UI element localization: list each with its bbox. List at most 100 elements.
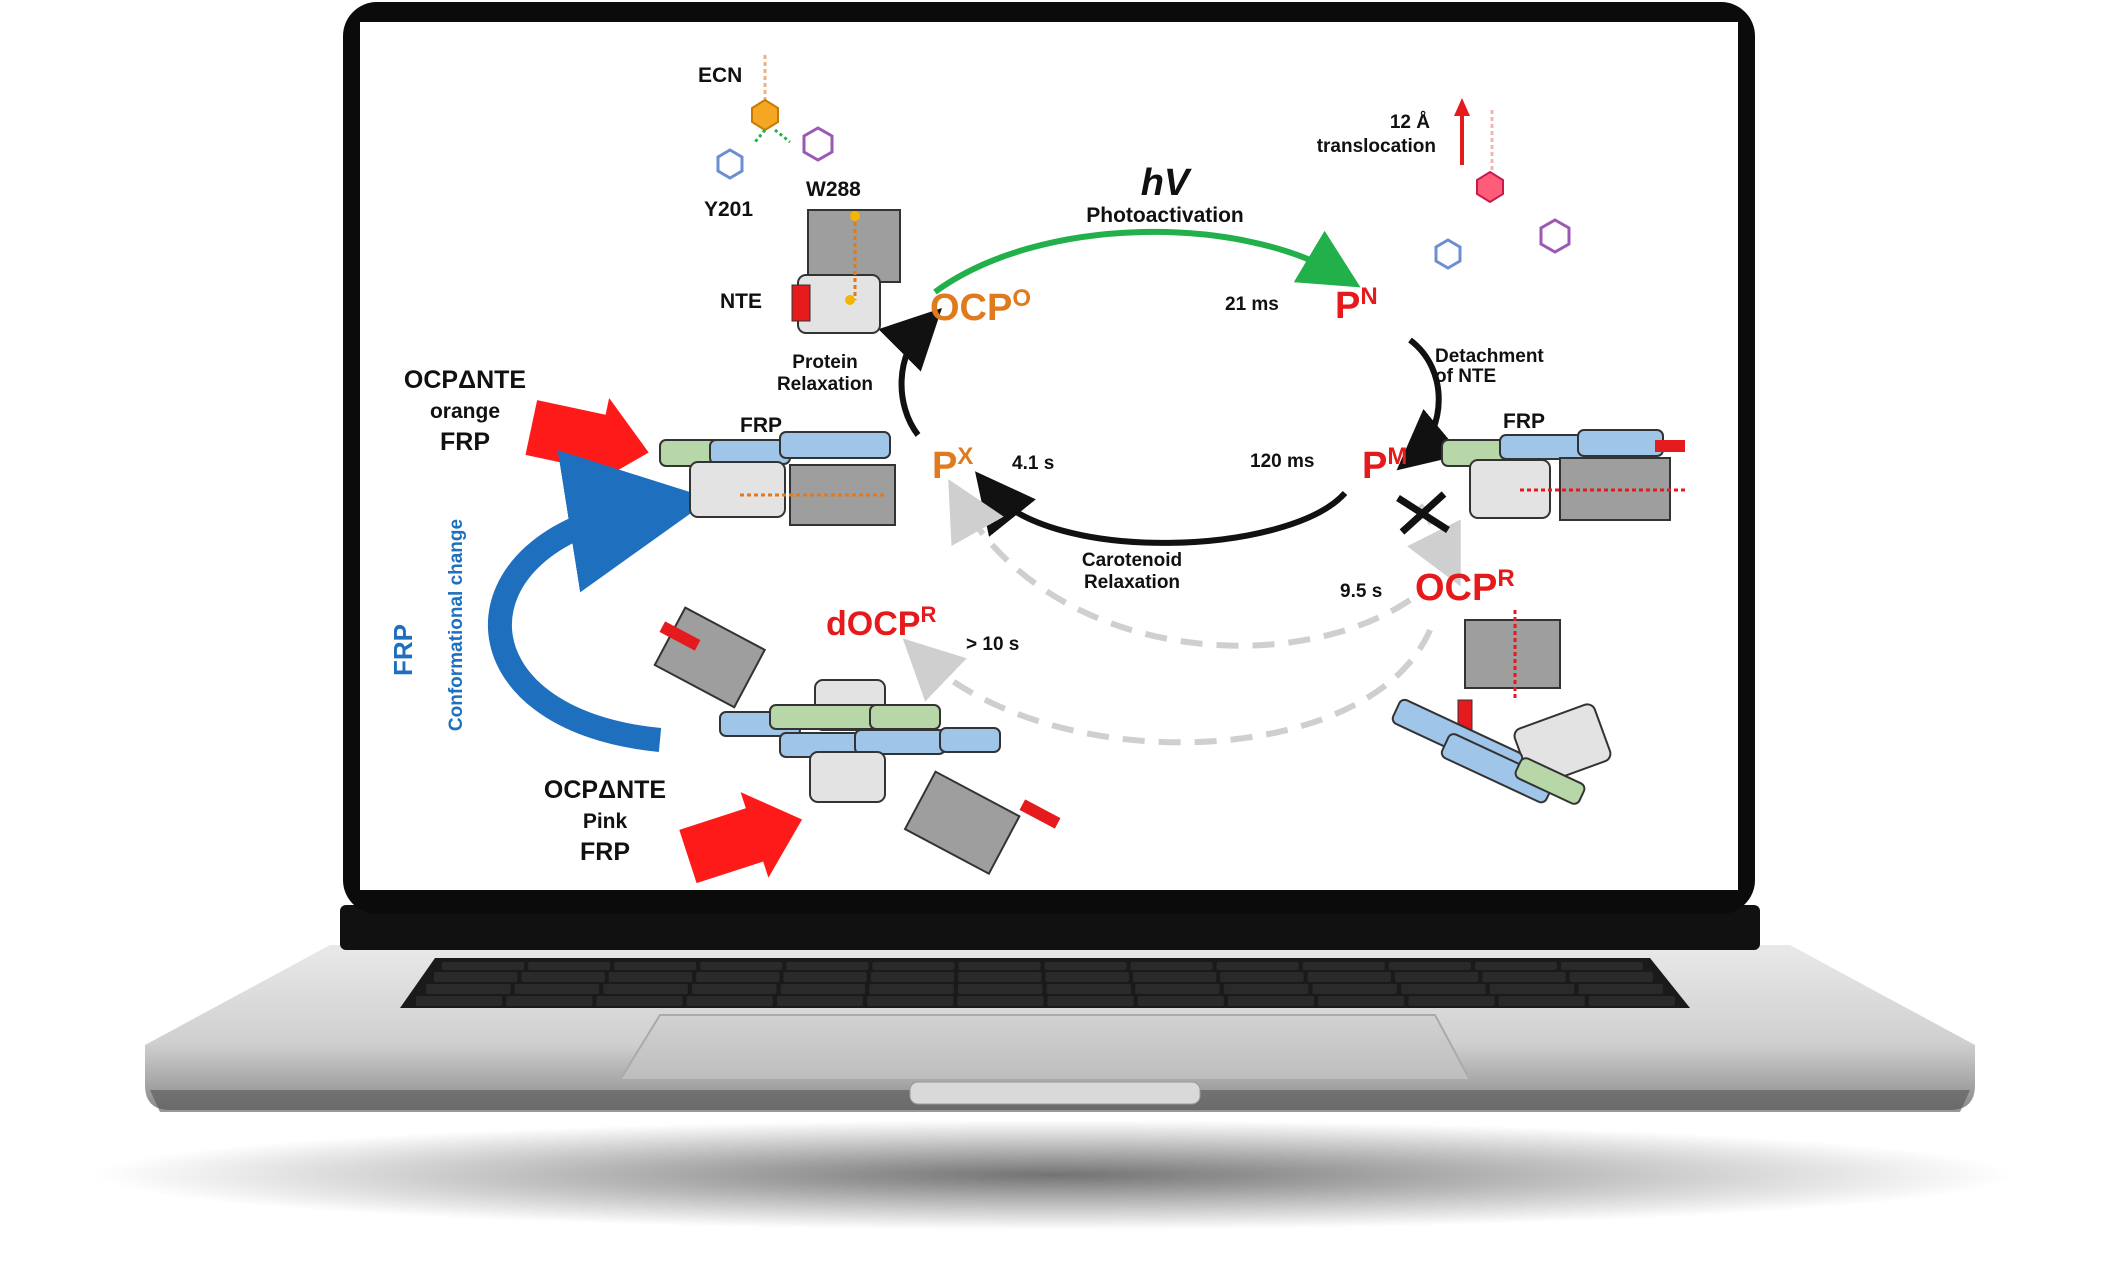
- keyboard-key[interactable]: [1489, 984, 1575, 994]
- protein-relaxation-arrow: [878, 308, 942, 437]
- pn-molecule-icon: [1434, 110, 1571, 270]
- keyboard-key[interactable]: [1394, 972, 1479, 982]
- keyboard-key[interactable]: [514, 984, 600, 994]
- hv-label: hV: [1141, 162, 1192, 204]
- keyboard-key[interactable]: [872, 962, 955, 970]
- keyboard-key[interactable]: [1482, 972, 1566, 982]
- pink-frp-label: FRP: [580, 838, 630, 866]
- time-docpr: > 10 s: [966, 634, 1019, 655]
- pink-frp-arrow: [679, 792, 803, 884]
- keyboard-key[interactable]: [1135, 984, 1220, 994]
- translocation-arrow-head: [1454, 98, 1470, 116]
- time-pm: 120 ms: [1250, 451, 1314, 472]
- keyboard-key[interactable]: [614, 962, 697, 970]
- ocpr-to-px-dashed: [948, 479, 1412, 649]
- keyboard-key[interactable]: [783, 972, 867, 982]
- keyboard-key[interactable]: [416, 996, 503, 1006]
- keyboard-key[interactable]: [696, 972, 780, 982]
- keyboard-key[interactable]: [1588, 996, 1675, 1006]
- keyboard-key[interactable]: [521, 972, 605, 982]
- orange-ocp-label: OCPΔNTE: [404, 366, 526, 394]
- keyboard-key[interactable]: [1307, 972, 1391, 982]
- ocpr-structure: [1391, 610, 1612, 805]
- keyboard-key[interactable]: [867, 996, 954, 1006]
- keyboard-key[interactable]: [1216, 962, 1299, 970]
- state-pm: PM: [1362, 443, 1407, 487]
- pink-ocp-label: OCPΔNTE: [544, 776, 666, 804]
- keyboard-key[interactable]: [1227, 996, 1315, 1006]
- keyboard-key[interactable]: [957, 984, 1043, 994]
- ecn-molecule-icon: [716, 55, 834, 180]
- keyboard-key[interactable]: [1388, 962, 1471, 970]
- keyboard-key[interactable]: [608, 972, 693, 982]
- keyboard-key[interactable]: [1474, 962, 1557, 970]
- time-px: 4.1 s: [1012, 453, 1054, 474]
- carotenoid-label-1: Carotenoid: [1082, 550, 1182, 571]
- ocpr-to-docpr-dashed: [902, 628, 1433, 746]
- keyboard-key[interactable]: [1044, 962, 1127, 970]
- frp-side-label: FRP: [388, 624, 418, 676]
- y201-label: Y201: [704, 198, 753, 221]
- keyboard-key[interactable]: [691, 984, 777, 994]
- trackpad[interactable]: [618, 1014, 1472, 1081]
- time-ocpr: 9.5 s: [1340, 581, 1382, 602]
- keyboard-key[interactable]: [958, 972, 1042, 982]
- keyboard-key[interactable]: [1578, 984, 1663, 994]
- keyboard-key[interactable]: [1132, 972, 1217, 982]
- keyboard-key[interactable]: [1312, 984, 1397, 994]
- detachment-arrow: [1396, 337, 1462, 471]
- state-docpr: dOCPR: [826, 602, 936, 643]
- keyboard-key[interactable]: [1223, 984, 1309, 994]
- keyboard-key[interactable]: [1137, 996, 1224, 1006]
- keyboard-key[interactable]: [506, 996, 593, 1006]
- protein-label-1: Protein: [792, 352, 857, 373]
- keyboard-key[interactable]: [528, 962, 611, 970]
- keyboard-key[interactable]: [869, 984, 954, 994]
- keyboard-key[interactable]: [442, 962, 525, 970]
- keyboard-key[interactable]: [596, 996, 683, 1006]
- keyboard-key[interactable]: [1046, 984, 1132, 994]
- time-pn: 21 ms: [1225, 294, 1279, 315]
- keyboard-key[interactable]: [1220, 972, 1304, 982]
- frp-label-px: FRP: [740, 414, 782, 437]
- keyboard-key[interactable]: [1045, 972, 1129, 982]
- keyboard-key[interactable]: [957, 996, 1044, 1006]
- keyboard-key[interactable]: [434, 972, 518, 982]
- ocpo-structure: [791, 209, 901, 334]
- keyboard-key[interactable]: [1560, 962, 1643, 970]
- laptop-shadow: [93, 1120, 2013, 1230]
- orange-frp-label: FRP: [440, 428, 490, 456]
- keyboard-key[interactable]: [1318, 996, 1405, 1006]
- keyboard-key[interactable]: [1408, 996, 1495, 1006]
- translocation-distance: 12 Å: [1390, 112, 1430, 133]
- keyboard-key[interactable]: [1569, 972, 1653, 982]
- keyboard-key[interactable]: [780, 984, 866, 994]
- keyboard-keys: [416, 962, 1675, 1006]
- state-ocpr: OCPR: [1415, 565, 1515, 609]
- keyboard-key[interactable]: [603, 984, 688, 994]
- px-structure: [659, 431, 896, 526]
- detachment-label-2: of NTE: [1435, 366, 1496, 387]
- keyboard-key[interactable]: [1498, 996, 1585, 1006]
- state-ocpo: OCPO: [930, 285, 1031, 329]
- protein-label-2: Relaxation: [777, 374, 873, 395]
- keyboard-key[interactable]: [1130, 962, 1213, 970]
- state-pn: PN: [1335, 283, 1378, 327]
- translocation-label: translocation: [1317, 136, 1436, 157]
- keyboard-key[interactable]: [1401, 984, 1486, 994]
- conformational-arrow: [487, 450, 712, 752]
- keyboard-key[interactable]: [426, 984, 511, 994]
- pink-label: Pink: [583, 810, 628, 833]
- keyboard-key[interactable]: [700, 962, 783, 970]
- w288-label: W288: [806, 178, 861, 201]
- keyboard-key[interactable]: [958, 962, 1041, 970]
- keyboard-key[interactable]: [686, 996, 773, 1006]
- keyboard-key[interactable]: [870, 972, 955, 982]
- keyboard-key[interactable]: [1302, 962, 1385, 970]
- keyboard-key[interactable]: [1047, 996, 1134, 1006]
- carotenoid-label-2: Relaxation: [1084, 572, 1180, 593]
- keyboard-key[interactable]: [786, 962, 869, 970]
- keyboard-key[interactable]: [776, 996, 864, 1006]
- blocked-x-icon: [1396, 491, 1450, 535]
